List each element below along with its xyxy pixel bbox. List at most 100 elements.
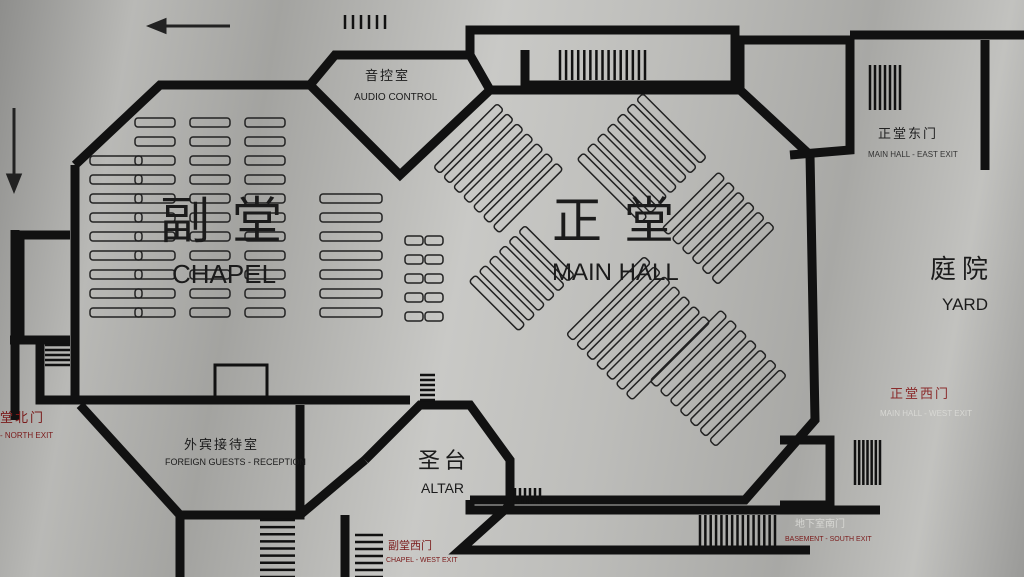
seat-row (690, 350, 767, 427)
seat-row (424, 311, 444, 322)
reception-label-en: FOREIGN GUESTS - RECEPTION (165, 457, 307, 467)
seat-row (134, 117, 176, 128)
seat-row (682, 192, 745, 255)
seat-row (189, 231, 231, 242)
chapel-alcove (213, 363, 269, 402)
seat-row (319, 193, 383, 204)
seat-row (134, 174, 176, 185)
south-exit-label-zh: 地下室南门 (795, 519, 845, 530)
audio-control-label-en: AUDIO CONTROL (354, 92, 438, 103)
seat-row (479, 265, 535, 321)
seat-row (597, 133, 667, 203)
west-exit-label-zh: 正堂西门 (890, 387, 951, 402)
main-hall-label-en: MAIN HALL (552, 259, 679, 286)
seat-row (134, 212, 176, 223)
north-exit-label-zh: 堂北门 (0, 411, 46, 426)
seat-row (319, 269, 383, 280)
altar-wall (361, 400, 810, 555)
seat-row (89, 250, 143, 261)
east-exit-label-zh: 正堂东门 (878, 127, 939, 142)
seat-row (404, 311, 424, 322)
seat-row (134, 269, 176, 280)
west-exit-label-en: MAIN HALL - WEST EXIT (880, 409, 973, 418)
seat-row (89, 174, 143, 185)
seat-row (616, 306, 700, 390)
north-exit-wall (10, 335, 75, 405)
seat-row (636, 94, 706, 164)
seat-row (319, 288, 383, 299)
seat-row (89, 231, 143, 242)
seat-row (89, 288, 143, 299)
arrows (5, 17, 230, 195)
seat-row (404, 254, 424, 265)
seat-row (493, 163, 563, 233)
seat-row (319, 231, 383, 242)
audio-control-label-zh: 音控室 (365, 69, 411, 84)
chapel-west-exit-label-en: CHAPEL - WEST EXIT (386, 557, 458, 564)
seat-row (244, 288, 286, 299)
seat-row (453, 123, 523, 193)
seat-row (434, 104, 504, 174)
seat-row (626, 316, 710, 400)
south-exit-label-en: BASEMENT - SOUTH EXIT (785, 536, 872, 543)
seat-row (89, 155, 143, 166)
south-corridor (465, 500, 880, 515)
seat-row (672, 182, 735, 245)
altar-label-en: ALTAR (421, 480, 465, 496)
west-stair-room (780, 435, 835, 510)
seat-row (189, 193, 231, 204)
chapel-label-zh: 副堂 (160, 192, 304, 250)
seat-row (680, 340, 757, 417)
seat-row (244, 250, 286, 261)
seat-row (489, 255, 545, 311)
main-hall-label-zh: 正堂 (552, 192, 696, 250)
east-exit-label-en: MAIN HALL - EAST EXIT (868, 150, 958, 159)
seat-row (404, 235, 424, 246)
chapel-west-exit-label-zh: 副堂西门 (388, 539, 432, 552)
seat-row (662, 172, 725, 235)
seat-row (189, 288, 231, 299)
seat-row (587, 143, 657, 213)
seat-row (244, 155, 286, 166)
seat-row (424, 292, 444, 303)
seat-row (596, 286, 680, 370)
seat-row (606, 296, 690, 380)
seat-row (89, 193, 143, 204)
seat-row (189, 212, 231, 223)
seat-row (404, 292, 424, 303)
seat-row (244, 117, 286, 128)
seat-row (189, 250, 231, 261)
seat-row (404, 273, 424, 284)
seat-row (473, 143, 543, 213)
stairs (45, 15, 902, 577)
seat-row (469, 275, 525, 331)
chapel-label-en: CHAPEL (172, 259, 277, 289)
east-stair-room (735, 35, 855, 160)
arrow-left-head-icon (145, 17, 167, 35)
audio-room-wall (306, 50, 494, 93)
north-exit-label-en: - NORTH EXIT (0, 431, 54, 440)
seat-row (189, 174, 231, 185)
seat-row (189, 117, 231, 128)
seat-row (702, 212, 765, 275)
seat-row (699, 359, 777, 437)
seat-row (244, 174, 286, 185)
seat-row (244, 212, 286, 223)
seat-row (89, 307, 143, 318)
seat-row (244, 269, 286, 280)
seat-row (519, 226, 574, 281)
arrow-down-head-icon (5, 173, 23, 195)
seat-row (577, 153, 647, 223)
outer-wall-north (71, 80, 820, 505)
seat-row (134, 155, 176, 166)
seat-row (244, 193, 286, 204)
north-room (15, 230, 70, 345)
corridor-north (465, 25, 740, 90)
seat-row (670, 330, 747, 407)
seat-row (463, 133, 533, 203)
seat-row (424, 273, 444, 284)
seat-row (499, 245, 555, 301)
seat-row (319, 307, 383, 318)
seat-row (89, 212, 143, 223)
